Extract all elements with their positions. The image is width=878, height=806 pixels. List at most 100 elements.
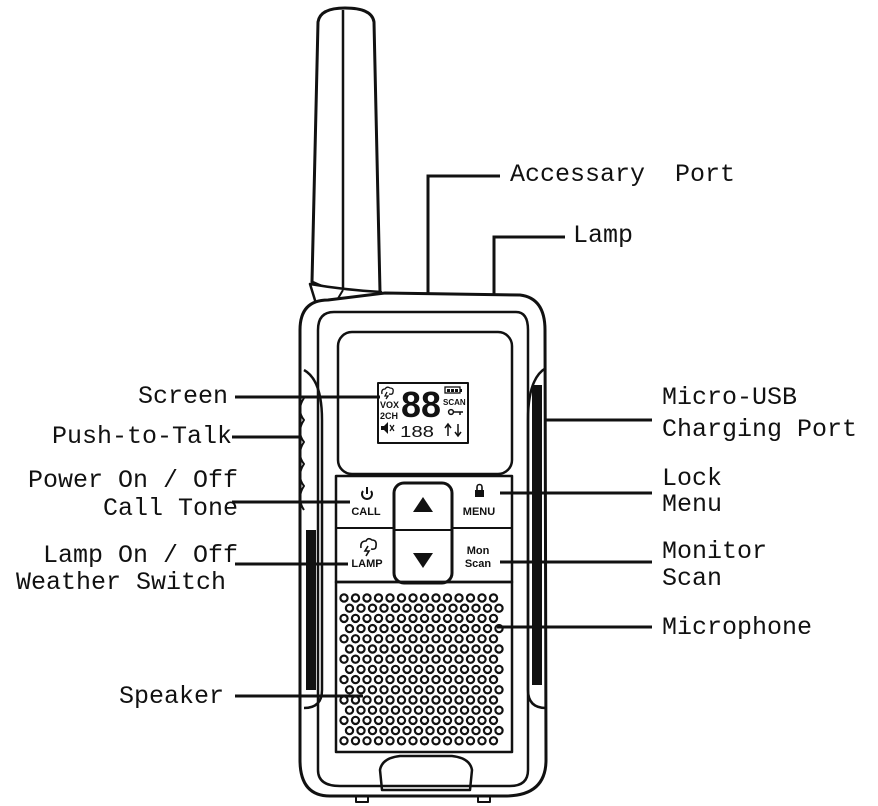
lcd-small-digits: 188: [400, 424, 434, 441]
label-scan: Scan: [662, 564, 723, 593]
left-grip-texture: [306, 530, 316, 690]
speaker-hole: [390, 623, 401, 634]
speaker-hole: [339, 613, 349, 624]
speaker-hole: [362, 593, 372, 603]
speaker-hole: [408, 674, 418, 685]
speaker-hole: [362, 654, 372, 664]
speaker-hole: [465, 695, 476, 705]
speaker-hole: [402, 603, 412, 613]
lcd-vox: VOX: [380, 400, 399, 410]
speaker-hole: [413, 685, 424, 695]
speaker-hole: [431, 674, 441, 685]
speaker-hole: [356, 623, 366, 634]
speaker-hole: [385, 695, 395, 705]
speaker-hole: [425, 705, 435, 715]
speaker-hole: [431, 736, 441, 746]
speaker-hole: [402, 623, 412, 634]
speaker-hole: [413, 705, 424, 715]
label-speaker: Speaker: [118, 682, 224, 711]
call-button-label: CALL: [351, 506, 381, 518]
speaker-hole: [442, 695, 453, 705]
speaker-hole: [356, 603, 366, 613]
speaker-hole: [385, 674, 395, 685]
speaker-hole: [379, 603, 389, 613]
speaker-hole: [419, 715, 430, 726]
speaker-hole: [459, 725, 470, 736]
label-charging-port: Charging Port: [662, 415, 858, 444]
speaker-hole: [454, 715, 464, 726]
speaker-hole: [459, 603, 470, 613]
speaker-hole: [413, 664, 424, 675]
speaker-hole: [408, 736, 418, 746]
speaker-hole: [385, 736, 395, 746]
speaker-hole: [413, 725, 424, 736]
speaker-hole: [419, 593, 430, 603]
speaker-hole: [454, 613, 464, 624]
speaker-hole: [350, 736, 361, 746]
mon-button-label: Mon: [467, 545, 490, 557]
right-grip: [526, 366, 547, 710]
lcd-contents: [381, 386, 463, 438]
speaker-hole: [494, 685, 504, 695]
speaker-hole: [425, 664, 435, 675]
label-lock: Lock: [662, 464, 723, 493]
speaker-hole: [482, 623, 493, 634]
speaker-hole: [482, 705, 493, 715]
speaker-hole: [448, 685, 458, 695]
speaker-hole: [396, 654, 407, 664]
left-grip: [303, 368, 324, 710]
speaker-hole: [350, 634, 361, 644]
lamp-button-label: LAMP: [351, 558, 382, 570]
speaker-hole: [356, 644, 366, 654]
speaker-hole: [477, 613, 487, 624]
lcd-display: [377, 382, 469, 444]
speaker-hole: [344, 664, 355, 675]
label-lamp-on-off: Lamp On / Off: [42, 541, 238, 570]
speaker-hole: [344, 685, 355, 695]
speaker-hole: [454, 674, 464, 685]
accessory-port-leader: [426, 174, 500, 295]
scan-button-label: Scan: [465, 558, 492, 570]
speaker-hole: [488, 654, 499, 664]
speaker-hole: [448, 664, 458, 675]
speaker-hole: [390, 705, 401, 715]
speaker-hole: [367, 705, 378, 715]
speaker-hole: [373, 695, 384, 705]
speaker-hole: [454, 736, 464, 746]
speaker-hole: [408, 654, 418, 664]
speaker-hole: [367, 664, 378, 675]
speaker-hole: [419, 613, 430, 624]
speaker-hole: [465, 593, 476, 603]
speaker-hole: [379, 705, 389, 715]
bottom-clip: [378, 754, 474, 792]
speaker-hole: [356, 685, 366, 695]
speaker-hole: [344, 603, 355, 613]
speaker-hole: [454, 654, 464, 664]
speaker-hole: [339, 715, 349, 726]
label-menu: Menu: [662, 490, 723, 519]
speaker-hole: [379, 685, 389, 695]
speaker-hole: [367, 685, 378, 695]
speaker-hole: [471, 725, 481, 736]
speaker-hole: [471, 603, 481, 613]
speaker-hole: [396, 593, 407, 603]
lcd-2ch: 2CH: [380, 411, 398, 421]
speaker-hole: [408, 715, 418, 726]
speaker-hole: [362, 715, 372, 726]
speaker-hole: [385, 613, 395, 624]
speaker-hole: [488, 715, 499, 726]
speaker-hole: [408, 613, 418, 624]
speaker-hole: [350, 674, 361, 685]
speaker-hole: [482, 685, 493, 695]
speaker-hole: [436, 623, 447, 634]
weather-icon: [360, 537, 377, 557]
speaker-hole: [425, 685, 435, 695]
speaker-hole: [362, 613, 372, 624]
speaker-hole: [362, 674, 372, 685]
speaker-hole: [488, 736, 499, 746]
speaker-hole: [471, 664, 481, 675]
speaker-hole: [385, 593, 395, 603]
speaker-hole: [362, 736, 372, 746]
lcd-weather-icon: [381, 386, 394, 400]
